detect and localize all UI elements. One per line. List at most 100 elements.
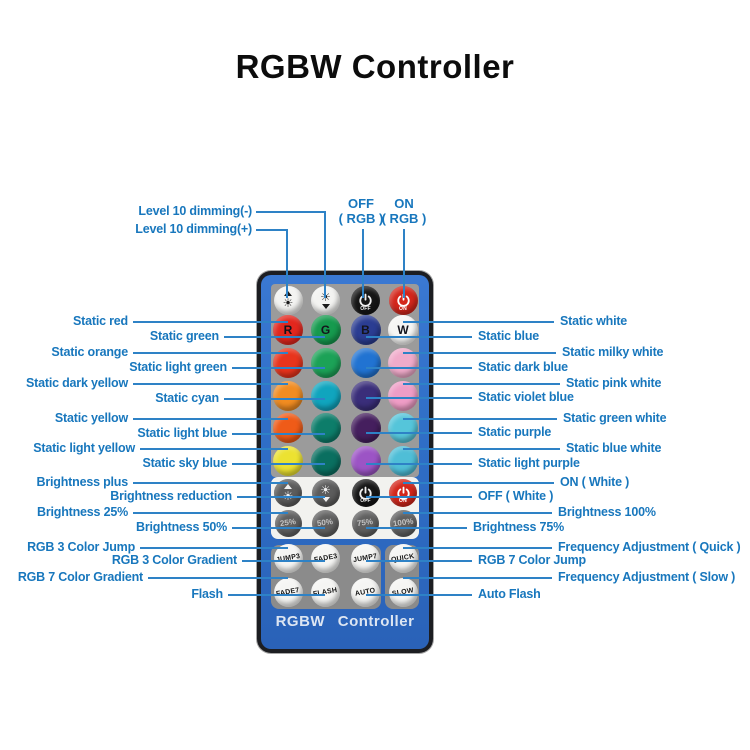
power-state-label: ON [399,498,407,504]
channel-letter: R [283,323,293,337]
page-title: RGBW Controller [235,48,515,85]
static-pink-white-button[interactable] [388,380,418,411]
static-dark-yellow-button[interactable] [273,380,303,411]
button-label: 75% [356,516,374,529]
brightness-plus-button[interactable]: ☀ [274,479,302,507]
callout-line [256,229,288,231]
button-label: JUMP7 [352,552,379,564]
button-label: QUICK [390,552,416,564]
static-green-button[interactable]: G [310,315,341,345]
static-light-yellow-button[interactable] [273,445,303,476]
brightness-25-button[interactable]: 25% [274,509,302,537]
channel-letter: B [361,323,370,337]
callout-label: Static light yellow [33,441,135,455]
sun-brightness-icon: ☀ [320,483,331,497]
callout-label: Level 10 dimming(+) [135,222,252,236]
static-violet-blue-button[interactable] [350,380,381,411]
callout-label-line2: ( RGB ) [381,211,427,226]
static-light-purple-button[interactable] [350,445,381,476]
button-label: FLASH [312,586,339,598]
callout-label: Brightness 100% [558,505,656,519]
callout-label: ON( RGB ) [359,196,449,226]
callout-label: Static green [149,329,219,343]
static-white-button[interactable]: W [388,315,418,345]
callout-label: Static milky white [562,345,664,359]
callout-label: Static dark yellow [26,376,128,390]
static-yellow-button[interactable] [273,413,303,443]
callout-label: Static pink white [566,376,662,390]
callout-label: Static light blue [137,426,227,440]
sun-brightness-icon: ☀ [320,290,331,304]
power-on-white-button[interactable]: ON [389,479,417,507]
static-sky-blue-button[interactable] [310,445,341,476]
static-blue-white-button[interactable] [388,445,418,476]
callout-label: Static light green [129,360,227,374]
power-off-white-button[interactable]: OFF [351,479,380,507]
callout-label: Brightness 50% [136,520,227,534]
callout-label: Static violet blue [478,390,574,404]
callout-label: Level 10 dimming(-) [138,204,252,218]
callout-label: Flash [191,587,223,601]
button-label: SLOW [391,586,415,598]
callout-label: Static white [560,314,628,328]
button-label: FADE3 [313,552,338,564]
brightness-100-button[interactable]: 100% [389,509,417,537]
channel-letter: W [397,323,409,337]
callout-label: Auto Flash [478,587,541,601]
callout-label: OFF( RGB ) [316,196,406,226]
brightness-75-button[interactable]: 75% [352,509,379,537]
callout-label: RGB 3 Color Gradient [111,553,237,567]
callout-label: Static blue [478,329,540,343]
static-green-white-button[interactable] [388,413,418,443]
button-label: 100% [392,516,414,529]
button-label: FADE7 [275,586,301,598]
power-off-rgb-button[interactable]: OFF [351,285,380,315]
callout-label: Brightness plus [36,475,129,489]
callout-label: Static red [73,314,128,328]
callout-label: ON ( White ) [560,475,630,489]
remote-brand-label: RGBW Controller [275,613,415,630]
callout-label: Static sky blue [142,456,227,470]
fade3-button[interactable]: FADE3 [311,543,340,573]
callout-label: Static blue white [566,441,662,455]
slow-button[interactable]: SLOW [388,577,418,607]
sun-brightness-icon: ☀ [282,296,294,310]
jump7-button[interactable]: JUMP7 [351,543,380,573]
brightness-50-button[interactable]: 50% [312,509,339,537]
arrow-up-icon [284,291,292,296]
callout-label: RGB 7 Color Gradient [17,570,143,584]
power-state-label: OFF [360,498,371,504]
channel-letter: G [320,323,331,337]
callout-label: Static purple [478,425,552,439]
power-on-rgb-button[interactable]: ON [388,285,418,315]
jump3-button[interactable]: JUMP3 [273,543,303,573]
flash-button[interactable]: FLASH [311,577,340,607]
static-milky-white-button[interactable] [388,348,418,378]
auto-button[interactable]: AUTO [351,577,380,607]
level-dim-minus-rgb-button[interactable]: ☀ [311,285,340,315]
power-state-label: ON [399,305,407,312]
brightness-reduction-button[interactable]: ☀ [311,479,340,507]
callout-label: Static orange [51,345,128,359]
static-dark-blue-button[interactable] [350,348,381,378]
static-red-button[interactable]: R [273,315,303,345]
static-cyan-button[interactable] [310,380,341,411]
callout-label: Static green white [563,411,667,425]
static-blue-button[interactable]: B [350,315,381,345]
power-state-label: OFF [360,305,371,312]
fade7-button[interactable]: FADE7 [273,577,303,607]
power-icon [396,486,410,500]
callout-label-line1: ON [394,196,414,211]
callout-label: Frequency Adjustment ( Slow ) [558,570,736,584]
arrow-down-icon [321,304,330,309]
static-orange-button[interactable] [273,348,303,378]
static-light-green-button[interactable] [310,348,341,378]
button-label: JUMP3 [275,552,301,564]
static-light-blue-button[interactable] [310,413,341,443]
static-purple-button[interactable] [350,413,381,443]
level-dim-plus-rgb-button[interactable]: ☀ [273,285,303,315]
quick-button[interactable]: QUICK [388,543,418,573]
callout-label: RGB 7 Color Jump [478,553,586,567]
callout-label: Brightness 25% [37,505,128,519]
